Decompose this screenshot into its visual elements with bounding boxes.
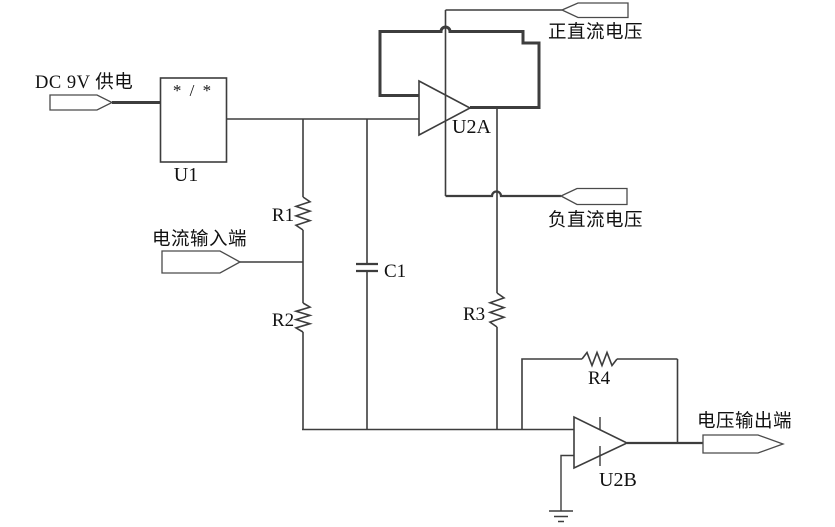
c1-capacitor: C1 <box>356 119 406 430</box>
u2a-refdes: U2A <box>452 116 491 138</box>
dc-supply-flag-icon <box>49 94 114 111</box>
r1-resistor-icon <box>293 196 313 231</box>
u2b-ground <box>549 454 574 523</box>
negative-dc-port: 负直流电压 <box>445 187 643 231</box>
u1-refdes: U1 <box>174 164 198 186</box>
r2-refdes: R2 <box>272 310 294 331</box>
wire-u2b-ground <box>560 454 574 511</box>
positive-dc-label: 正直流电压 <box>548 22 643 43</box>
r4-resistor-icon <box>581 350 618 368</box>
negative-dc-label: 负直流电压 <box>548 210 643 231</box>
wire-negative-dc <box>445 190 561 198</box>
u1-module: * / * U1 <box>159 77 228 186</box>
positive-dc-flag-icon <box>560 2 629 19</box>
wire-r4-right-leg <box>617 358 679 443</box>
r3-resistor-icon <box>487 292 507 328</box>
r3-branch: R3 <box>463 107 507 430</box>
u2b-opamp: U2B <box>573 415 637 491</box>
wire-u2a-feedback-loop <box>378 25 541 109</box>
u2b-refdes: U2B <box>599 469 637 491</box>
r4-feedback: R4 <box>521 350 679 443</box>
r3-refdes: R3 <box>463 304 485 325</box>
u2a-opamp: U2A <box>378 10 541 196</box>
r1-refdes: R1 <box>272 205 294 226</box>
dc-supply-label: DC 9V 供电 <box>35 72 133 93</box>
current-input-label: 电流输入端 <box>152 229 247 250</box>
current-input-flag-icon <box>161 250 242 274</box>
voltage-output-flag-icon <box>702 434 785 454</box>
positive-dc-port: 正直流电压 <box>445 2 643 43</box>
u1-body <box>159 77 228 163</box>
dc-supply-port: DC 9V 供电 <box>35 72 161 111</box>
r4-refdes: R4 <box>588 368 611 389</box>
r1-r2-chain: R1 R2 <box>272 119 313 430</box>
ground-symbol-icon <box>549 510 573 523</box>
c1-refdes: C1 <box>384 261 406 282</box>
voltage-output-port: 电压输出端 <box>627 411 792 454</box>
voltage-output-label: 电压输出端 <box>697 411 792 432</box>
wire-r4-left-leg <box>521 358 582 430</box>
negative-dc-flag-icon <box>559 187 628 206</box>
current-input-port: 电流输入端 <box>152 229 303 274</box>
u2a-triangle-icon <box>418 79 472 137</box>
r2-resistor-icon <box>293 302 313 333</box>
u1-marking: * / * <box>173 81 213 100</box>
